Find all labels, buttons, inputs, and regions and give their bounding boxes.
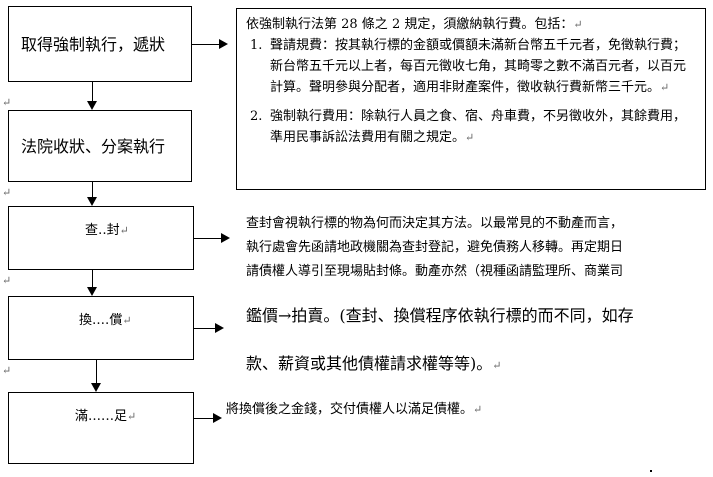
execution-fee-text: 依強制執行法第 28 條之 2 規定，須繳納執行費。包括：↵ 1. 聲請規費：按… xyxy=(246,14,698,148)
seizure-line: 請債權人導引至現場貼封條。動產亦然（視種函請監理所、商業司 xyxy=(246,264,624,279)
arrow-right-icon xyxy=(215,323,224,333)
connector-1-2 xyxy=(92,82,93,102)
arrow-right-icon xyxy=(221,233,230,243)
step-satisfaction-label: 滿‥‥‥足↵ xyxy=(75,409,137,424)
margin-paragraph-mark: ↵ xyxy=(2,186,12,199)
paragraph-mark: ↵ xyxy=(122,314,132,327)
seizure-line: 執行處會先函請地政機關為查封登記，避免債務人移轉。再定期日 xyxy=(246,240,624,255)
stray-dot xyxy=(650,470,652,472)
margin-paragraph-mark: ↵ xyxy=(2,364,12,377)
margin-paragraph-mark: ↵ xyxy=(2,96,12,109)
fee-item-number: 2. xyxy=(250,109,263,124)
auction-line-1: 鑑價→拍賣。(查封、換償程序依執行標的而不同，如存 xyxy=(246,306,634,325)
step-court-receive-box: 法院收狀、分案執行 xyxy=(8,110,192,182)
auction-line-2: 款、薪資或其他債權請求權等等)。↵ xyxy=(246,354,502,373)
step-obtain-writ-box: 取得強制執行，遞狀 xyxy=(8,6,192,82)
paragraph-mark: ↵ xyxy=(492,359,502,372)
arrow-down-icon xyxy=(87,287,97,296)
arrow-to-satisfaction-desc xyxy=(194,418,214,419)
step-satisfaction-box: 滿‥‥‥足↵ xyxy=(8,392,194,464)
step-court-receive-label: 法院收狀、分案執行 xyxy=(21,137,166,156)
step-seizure-label: 查‥封↵ xyxy=(85,223,129,238)
paragraph-mark: ↵ xyxy=(119,224,129,237)
fee-intro: 依強制執行法第 28 條之 2 規定，須繳納執行費。包括：↵ xyxy=(246,17,583,32)
satisfaction-description: 將換償後之金錢，交付債權人以滿足債權。↵ xyxy=(226,402,483,417)
paragraph-mark: ↵ xyxy=(573,18,583,31)
arrow-right-icon xyxy=(213,413,222,423)
fee-item-enforcement-cost: 2. 強制執行費用：除執行人員之食、宿、舟車費，不另徵收外，其餘費用，準用民事訴… xyxy=(246,106,698,148)
fee-item-number: 1. xyxy=(250,38,263,53)
execution-fee-box xyxy=(236,8,706,190)
step-seizure-box: 查‥封↵ xyxy=(8,206,194,270)
seizure-description: 查封會視執行標的物為何而決定其方法。以最常見的不動產而言， 執行處會先函請地政機… xyxy=(246,212,623,284)
arrow-down-icon xyxy=(87,101,97,110)
paragraph-mark: ↵ xyxy=(465,131,475,144)
paragraph-mark: ↵ xyxy=(127,410,137,423)
arrow-to-seizure-desc xyxy=(194,238,222,239)
paragraph-mark: ↵ xyxy=(473,403,483,416)
connector-3-4 xyxy=(92,270,93,288)
fee-item-text: 強制執行費用：除執行人員之食、宿、舟車費，不另徵收外，其餘費用，準用民事訴訟法費… xyxy=(270,109,687,145)
connector-2-3 xyxy=(92,182,93,198)
paragraph-mark: ↵ xyxy=(660,81,670,94)
step-conversion-box: 換‥‥償↵ xyxy=(8,296,194,360)
connector-4-5 xyxy=(96,360,97,384)
arrow-to-fee-box xyxy=(192,44,220,45)
arrow-to-conversion-desc xyxy=(194,328,216,329)
seizure-line: 查封會視執行標的物為何而決定其方法。以最常見的不動產而言， xyxy=(246,216,624,231)
arrow-down-icon xyxy=(91,383,101,392)
margin-paragraph-mark: ↵ xyxy=(2,274,12,287)
arrow-down-icon xyxy=(87,197,97,206)
fee-item-text: 聲請規費：按其執行標的金額或價額未滿新台幣五千元者，免徵執行費；新台幣五千元以上… xyxy=(270,38,687,95)
fee-item-registration: 1. 聲請規費：按其執行標的金額或價額未滿新台幣五千元者，免徵執行費；新台幣五千… xyxy=(246,35,698,98)
step-obtain-writ-label: 取得強制執行，遞狀 xyxy=(21,35,166,54)
arrow-right-icon xyxy=(219,39,228,49)
step-conversion-label: 換‥‥償↵ xyxy=(79,313,132,328)
